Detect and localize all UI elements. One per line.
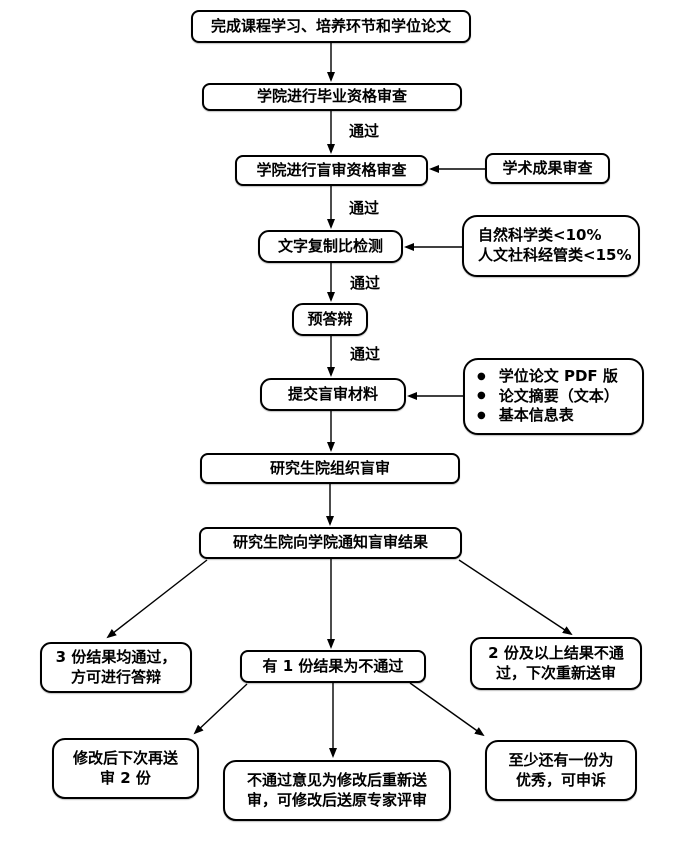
node-label: 文字复制比检测 [277,236,383,255]
node-label: 学术成果审查 [502,158,593,177]
edge-notify-to-twofailed [458,559,573,636]
edge-notify-to-allpassed [106,559,208,639]
node-all-passed: 3 份结果均通过， 方可进行答辩 [40,642,192,693]
node-label-line2: 审 2 份 [100,768,151,787]
edge-label-pass-1: 通过 [349,122,380,140]
node-complete-coursework: 完成课程学习、培养环节和学位论文 [191,10,471,43]
node-organize-blind-review: 研究生院组织盲审 [200,453,460,484]
node-two-failed: 2 份及以上结果不通 过，下次重新送审 [470,637,642,690]
node-label-line1: 自然科学类<10% [478,226,602,245]
bullet-dot-icon: ● [477,370,486,382]
node-blind-review-qualification: 学院进行盲审资格审查 [235,155,428,186]
node-copy-ratio-detection: 文字复制比检测 [258,230,403,263]
node-submit-materials: 提交盲审材料 [260,378,406,411]
list-item: ● 基本信息表 [477,406,574,426]
bullet-text: 论文摘要（文本） [498,386,619,405]
node-notify-results: 研究生院向学院通知盲审结果 [199,527,462,559]
node-label-line1: 至少还有一份为 [508,750,614,769]
edge-onefailed-to-resubmit [193,683,248,735]
node-label-line2: 审，可修改后送原专家评审 [246,790,427,809]
node-label-line1: 2 份及以上结果不通 [488,643,624,662]
node-label: 提交盲审材料 [287,384,378,403]
node-graduation-qualification: 学院进行毕业资格审查 [202,83,462,111]
node-copy-ratio-thresholds: 自然科学类<10% 人文社科经管类<15% [462,215,640,277]
node-academic-achievement-review: 学术成果审查 [485,153,610,184]
node-one-failed: 有 1 份结果为不通过 [240,650,426,683]
list-item: ● 学位论文 PDF 版 [477,367,618,387]
node-label-line1: 3 份结果均通过， [55,647,177,666]
node-label: 有 1 份结果为不通过 [262,656,404,675]
node-label-line1: 不通过意见为修改后重新送 [246,770,427,789]
node-label: 学院进行盲审资格审查 [256,160,407,179]
node-label: 研究生院组织盲审 [269,458,390,477]
node-pre-defense: 预答辩 [292,303,368,336]
bullet-dot-icon: ● [477,390,486,402]
node-label-line2: 过，下次重新送审 [495,663,616,682]
node-excellent-appeal: 至少还有一份为 优秀，可申诉 [485,740,637,801]
edge-label-pass-4: 通过 [350,345,381,363]
list-item: ● 论文摘要（文本） [477,387,619,407]
node-label: 预答辩 [307,309,353,328]
node-label-line2: 方可进行答辩 [70,667,161,686]
node-revise-resubmit: 修改后下次再送 审 2 份 [52,738,199,799]
bullet-dot-icon: ● [477,410,486,422]
node-materials-list: ● 学位论文 PDF 版 ● 论文摘要（文本） ● 基本信息表 [463,358,644,435]
edge-onefailed-to-excellent [409,682,485,737]
node-label: 完成课程学习、培养环节和学位论文 [210,16,451,35]
node-label-line2: 优秀，可申诉 [515,770,606,789]
edge-label-pass-2: 通过 [349,199,380,217]
edge-label-pass-3: 通过 [350,274,381,292]
node-label: 研究生院向学院通知盲审结果 [232,533,428,552]
node-revise-original-experts: 不通过意见为修改后重新送 审，可修改后送原专家评审 [223,760,451,821]
node-label-line1: 修改后下次再送 [72,748,178,767]
bullet-text: 学位论文 PDF 版 [498,366,618,385]
node-label: 学院进行毕业资格审查 [256,87,407,106]
node-label-line2: 人文社科经管类<15% [478,246,632,264]
bullet-text: 基本信息表 [498,406,574,425]
